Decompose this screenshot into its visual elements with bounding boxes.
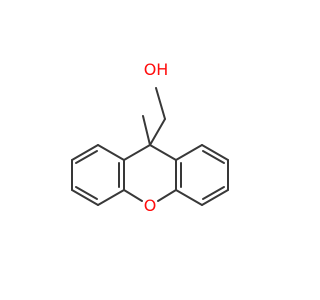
bond-right-3 bbox=[201, 189, 229, 206]
bond-c4a-o bbox=[123, 189, 143, 202]
bond-right-2 bbox=[175, 189, 203, 206]
bond-left-3-inner bbox=[75, 186, 98, 200]
bond-ch2-oh bbox=[155, 87, 166, 120]
bond-right-3-inner bbox=[202, 186, 225, 200]
left-benzene-ring bbox=[71, 144, 125, 206]
bond-c9-c9a bbox=[123, 144, 151, 161]
molecule-structure: OH O bbox=[71, 60, 229, 215]
bond-o-c10a bbox=[157, 189, 177, 202]
bond-left-5-inner bbox=[75, 150, 98, 164]
ring-oxygen-label: O bbox=[144, 196, 157, 215]
right-benzene-ring bbox=[175, 144, 229, 206]
bond-right-6 bbox=[175, 144, 203, 161]
bond-c9-ch2 bbox=[149, 118, 166, 146]
bond-left-2 bbox=[97, 189, 125, 206]
bond-right-5-inner bbox=[202, 150, 225, 164]
bond-left-5 bbox=[71, 144, 99, 161]
hydroxyl-label: OH bbox=[144, 60, 169, 79]
hydroxymethyl-group: OH bbox=[144, 60, 169, 146]
bond-right-5 bbox=[201, 144, 229, 161]
bond-left-3 bbox=[71, 189, 99, 206]
bond-left-6 bbox=[97, 144, 125, 161]
bond-c9-methyl bbox=[142, 115, 151, 146]
central-ring: O bbox=[123, 144, 177, 215]
bond-c9-c8a bbox=[149, 144, 177, 161]
